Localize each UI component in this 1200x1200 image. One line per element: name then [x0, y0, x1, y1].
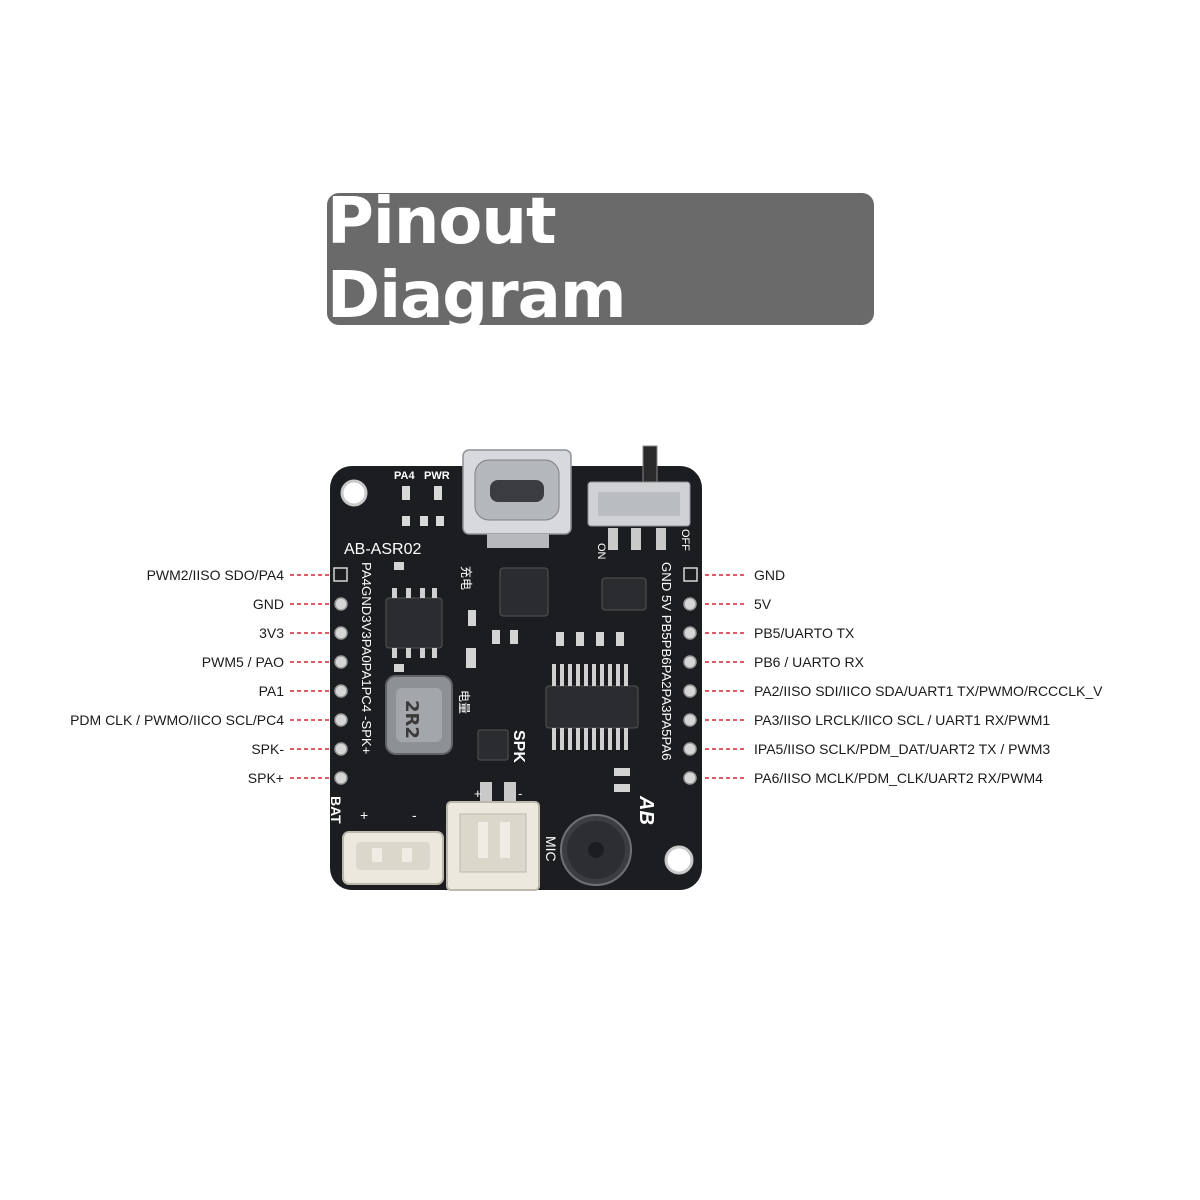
left-pin-label: GND	[252, 596, 284, 612]
inductor-marking: 2R2	[401, 700, 422, 739]
title-banner: Pinout Diagram	[327, 185, 874, 333]
mounting-hole	[664, 845, 694, 875]
spk-minus-label: -	[518, 786, 522, 801]
slide-switch	[587, 445, 691, 550]
switch-off-label: OFF	[679, 529, 691, 551]
left-pin-label: PWM5 / PAO	[201, 654, 284, 670]
ic-pins	[392, 588, 628, 750]
bat-plus-label: +	[360, 807, 368, 823]
left-connector-lines	[290, 574, 335, 779]
right-pin-label: PB6 / UARTO RX	[754, 654, 864, 670]
ab-logo: AB	[635, 795, 657, 825]
speaker-connector	[446, 782, 540, 891]
left-pin-label: PWM2/IISO SDO/PA4	[146, 567, 284, 583]
mic-label: MIC	[543, 836, 559, 862]
right-pin-label: IPA5/IISO SCLK/PDM_DAT/UART2 TX / PWM3	[754, 741, 1051, 757]
bat-minus-label: -	[412, 807, 417, 823]
right-pin-label: PA6/IISO MCLK/PDM_CLK/UART2 RX/PWM4	[754, 770, 1043, 786]
inductor	[385, 675, 453, 755]
right-pin-label: GND	[754, 567, 786, 583]
right-header-pins	[683, 567, 698, 785]
microphone	[560, 814, 632, 886]
battery-connector	[342, 831, 444, 885]
right-connector-lines	[698, 574, 745, 779]
left-pin-label: SPK-	[251, 741, 284, 757]
left-pin-label: PDM CLK / PWMO/IICO SCL/PC4	[70, 712, 284, 728]
switch-on-label: ON	[595, 543, 607, 560]
right-header-silkscreen: GND 5V PB5PB6PA2PA3PA5PA6	[659, 562, 674, 760]
passive-components	[394, 562, 630, 792]
page-title: Pinout Diagram	[327, 185, 627, 333]
left-header-pins	[333, 567, 348, 785]
ic-chips	[385, 567, 647, 761]
left-pin-label: 3V3	[259, 625, 284, 641]
right-pin-label: PA2/IISO SDI/IICO SDA/UART1 TX/PWMO/RCCC…	[754, 683, 1103, 699]
board-model-label: AB-ASR02	[344, 541, 421, 558]
right-pin-label: PA3/IISO LRCLK/IICO SCL / UART1 RX/PWM1	[754, 712, 1051, 728]
led-pwr-label: PWR	[424, 470, 450, 482]
spk-plus-label: +	[474, 786, 482, 801]
usb-c-connector	[462, 449, 572, 548]
right-pin-label: 5V	[754, 596, 772, 612]
left-pin-label: SPK+	[247, 770, 284, 786]
left-pin-label: PA1	[258, 683, 284, 699]
right-pin-label: PB5/UARTO TX	[754, 625, 855, 641]
led-pa4-label: PA4	[394, 470, 415, 482]
mounting-hole	[340, 479, 368, 507]
left-header-silkscreen: PA4GND3V3PA0PA1PC4 -SPK+	[359, 562, 374, 755]
spk-label: SPK	[510, 730, 527, 763]
charge-label: 充电	[459, 566, 474, 590]
pcb-board	[330, 466, 702, 890]
bat-label: BAT	[328, 796, 344, 824]
battery-level-label: 电量	[457, 690, 471, 714]
led-components	[402, 486, 444, 526]
